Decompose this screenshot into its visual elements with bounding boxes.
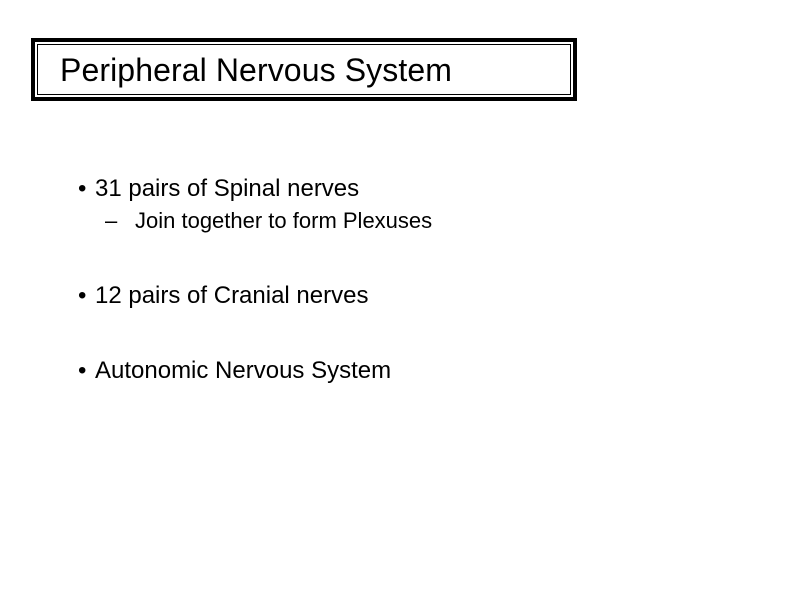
- list-item: – Join together to form Plexuses: [0, 205, 800, 237]
- bullet-list: • 31 pairs of Spinal nerves – Join toget…: [0, 172, 800, 387]
- bullet-dot-icon: •: [78, 357, 87, 384]
- bullet-dash-icon: –: [105, 208, 118, 233]
- bullet-dot-icon: •: [78, 282, 87, 309]
- title-box: Peripheral Nervous System: [31, 38, 577, 101]
- list-item: • 12 pairs of Cranial nerves: [0, 279, 800, 312]
- list-item-label: Autonomic Nervous System: [95, 357, 392, 384]
- list-item: • 31 pairs of Spinal nerves: [0, 172, 800, 205]
- list-spacer: [0, 312, 800, 354]
- page-title: Peripheral Nervous System: [60, 51, 452, 88]
- list-spacer: [0, 237, 800, 279]
- list-item-label: Join together to form Plexuses: [135, 208, 433, 233]
- list-item: • Autonomic Nervous System: [0, 354, 800, 387]
- list-item-label: 12 pairs of Cranial nerves: [95, 282, 369, 309]
- list-item-label: 31 pairs of Spinal nerves: [95, 175, 360, 202]
- bullet-dot-icon: •: [78, 175, 87, 202]
- title-box-inner-border: Peripheral Nervous System: [37, 44, 571, 95]
